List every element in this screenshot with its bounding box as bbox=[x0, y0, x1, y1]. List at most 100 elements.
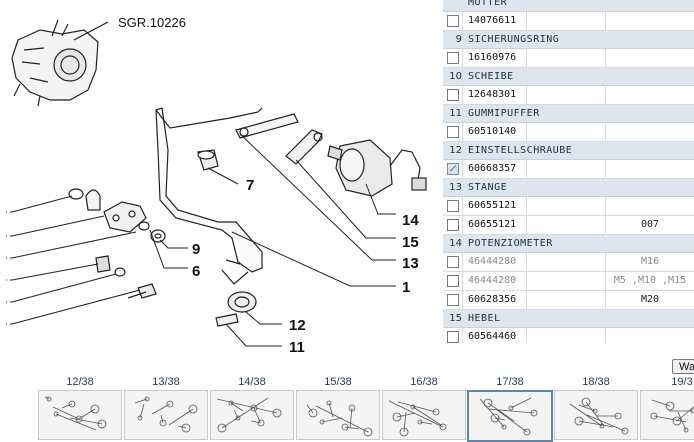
part-checkbox[interactable] bbox=[447, 200, 459, 212]
part-number[interactable]: 46444280 bbox=[468, 275, 517, 286]
part-number[interactable]: 60655121 bbox=[468, 219, 517, 230]
callout-6[interactable]: 6 bbox=[192, 263, 200, 280]
group-number: 9 bbox=[455, 34, 462, 45]
page-thumbnail-image[interactable] bbox=[210, 390, 294, 440]
part-checkbox[interactable] bbox=[447, 331, 459, 343]
part-row[interactable]: 60655121 bbox=[443, 197, 694, 216]
part-number[interactable]: 60668357 bbox=[468, 163, 517, 174]
part-row[interactable]: 60564460 bbox=[443, 328, 694, 343]
page-thumbnail-image[interactable] bbox=[382, 390, 466, 440]
part-checkbox[interactable] bbox=[447, 89, 459, 101]
column-divider bbox=[605, 86, 606, 104]
part-row[interactable]: 60668357 bbox=[443, 160, 694, 179]
part-number[interactable]: 12648301 bbox=[468, 89, 517, 100]
page-thumbnail[interactable]: 12/38 bbox=[36, 374, 124, 440]
page-thumbnail-label: 19/3 bbox=[671, 376, 693, 388]
group-header: 10 SCHEIBE bbox=[443, 68, 694, 86]
callout-11[interactable]: 11 bbox=[289, 339, 305, 356]
page-thumbnail-image[interactable] bbox=[640, 390, 694, 440]
page-thumbnail[interactable]: 16/38 bbox=[380, 374, 468, 440]
group-number: 12 bbox=[449, 145, 462, 156]
part-number[interactable]: 60510140 bbox=[468, 126, 517, 137]
page-thumbnail-label: 15/38 bbox=[324, 376, 352, 388]
group-header: 9 SICHERUNGSRING bbox=[443, 31, 694, 49]
part-number-cell bbox=[462, 291, 527, 309]
part-number[interactable]: 14076611 bbox=[468, 15, 517, 26]
group-number: 13 bbox=[449, 182, 462, 193]
column-divider bbox=[605, 272, 606, 290]
part-number-cell bbox=[462, 197, 527, 215]
part-checkbox[interactable] bbox=[447, 219, 459, 231]
group-header: 11 GUMMIPUFFER bbox=[443, 105, 694, 123]
group-name: MUTTER bbox=[468, 0, 508, 8]
part-checkbox[interactable] bbox=[447, 52, 459, 64]
page-thumbnail[interactable]: 19/3 bbox=[638, 374, 694, 440]
part-checkbox[interactable] bbox=[447, 256, 459, 268]
group-number: 11 bbox=[449, 108, 462, 119]
callout-13[interactable]: 13 bbox=[402, 255, 419, 272]
part-variant-note: 007 bbox=[640, 219, 660, 230]
column-divider bbox=[605, 328, 606, 343]
part-checkbox[interactable] bbox=[447, 294, 459, 306]
callout-15[interactable]: 15 bbox=[402, 234, 419, 251]
diagram-reference: SGR.10226 bbox=[118, 15, 186, 30]
parts-list: MUTTER 14076611 9 SICHERUNGSRING 16160976 10 S… bbox=[443, 0, 694, 343]
part-number[interactable]: 16160976 bbox=[468, 52, 517, 63]
page-thumbnail-image[interactable] bbox=[38, 390, 122, 440]
page-thumbnail[interactable]: 13/38 bbox=[122, 374, 210, 440]
part-checkbox[interactable] bbox=[447, 15, 459, 27]
part-number-cell bbox=[462, 12, 527, 30]
part-row[interactable]: 60655121 007 bbox=[443, 216, 694, 235]
engine-sketch bbox=[11, 19, 99, 107]
group-name: SICHERUNGSRING bbox=[468, 34, 560, 45]
group-number bbox=[443, 0, 462, 11]
part-number[interactable]: 60628356 bbox=[468, 294, 517, 305]
callout-7[interactable]: 7 bbox=[246, 177, 254, 194]
part-checkbox[interactable] bbox=[447, 275, 459, 287]
page-thumbnail-image[interactable] bbox=[554, 390, 638, 440]
callout-1[interactable]: 1 bbox=[402, 279, 410, 296]
page-thumbnail[interactable]: 17/38 bbox=[466, 374, 554, 442]
group-name: GUMMIPUFFER bbox=[468, 108, 540, 119]
part-number-cell bbox=[462, 253, 527, 271]
group-name: POTENZIOMETER bbox=[468, 238, 553, 249]
part-checkbox[interactable] bbox=[447, 126, 459, 138]
part-number[interactable]: 60564460 bbox=[468, 331, 517, 342]
part-number-cell bbox=[462, 49, 527, 67]
part-number[interactable]: 46444280 bbox=[468, 256, 517, 267]
part-number-cell bbox=[462, 272, 527, 290]
group-number: 10 bbox=[449, 71, 462, 82]
page-thumbnail[interactable]: 18/38 bbox=[552, 374, 640, 440]
column-divider bbox=[605, 291, 606, 309]
callout-12[interactable]: 12 bbox=[289, 317, 306, 334]
part-row[interactable]: 16160976 bbox=[443, 49, 694, 68]
group-name: SCHEIBE bbox=[468, 71, 514, 82]
column-divider bbox=[605, 123, 606, 141]
group-name: HEBEL bbox=[468, 313, 501, 324]
column-divider bbox=[605, 12, 606, 30]
part-row[interactable]: 14076611 bbox=[443, 12, 694, 31]
part-checkbox[interactable] bbox=[447, 163, 459, 175]
part-row[interactable]: 12648301 bbox=[443, 86, 694, 105]
part-number[interactable]: 60655121 bbox=[468, 200, 517, 211]
diagram-drawing: SGR.10226 7 14 15 13 1 9 6 12 11 bbox=[6, 15, 427, 356]
callout-9[interactable]: 9 bbox=[192, 241, 200, 258]
side-button[interactable]: Wa bbox=[672, 359, 694, 374]
page-thumbnail-image[interactable] bbox=[296, 390, 380, 440]
page-thumbnail-image[interactable] bbox=[124, 390, 208, 440]
page-thumbnail[interactable]: 14/38 bbox=[208, 374, 296, 440]
column-divider bbox=[605, 216, 606, 234]
part-row[interactable]: 60510140 bbox=[443, 123, 694, 142]
callout-14[interactable]: 14 bbox=[402, 212, 419, 229]
page-thumbnail-label: 16/38 bbox=[410, 376, 438, 388]
part-number-cell bbox=[462, 216, 527, 234]
page-thumbnail[interactable]: 15/38 bbox=[294, 374, 382, 440]
part-number-cell bbox=[462, 86, 527, 104]
page-thumbnail-image[interactable] bbox=[467, 390, 553, 442]
